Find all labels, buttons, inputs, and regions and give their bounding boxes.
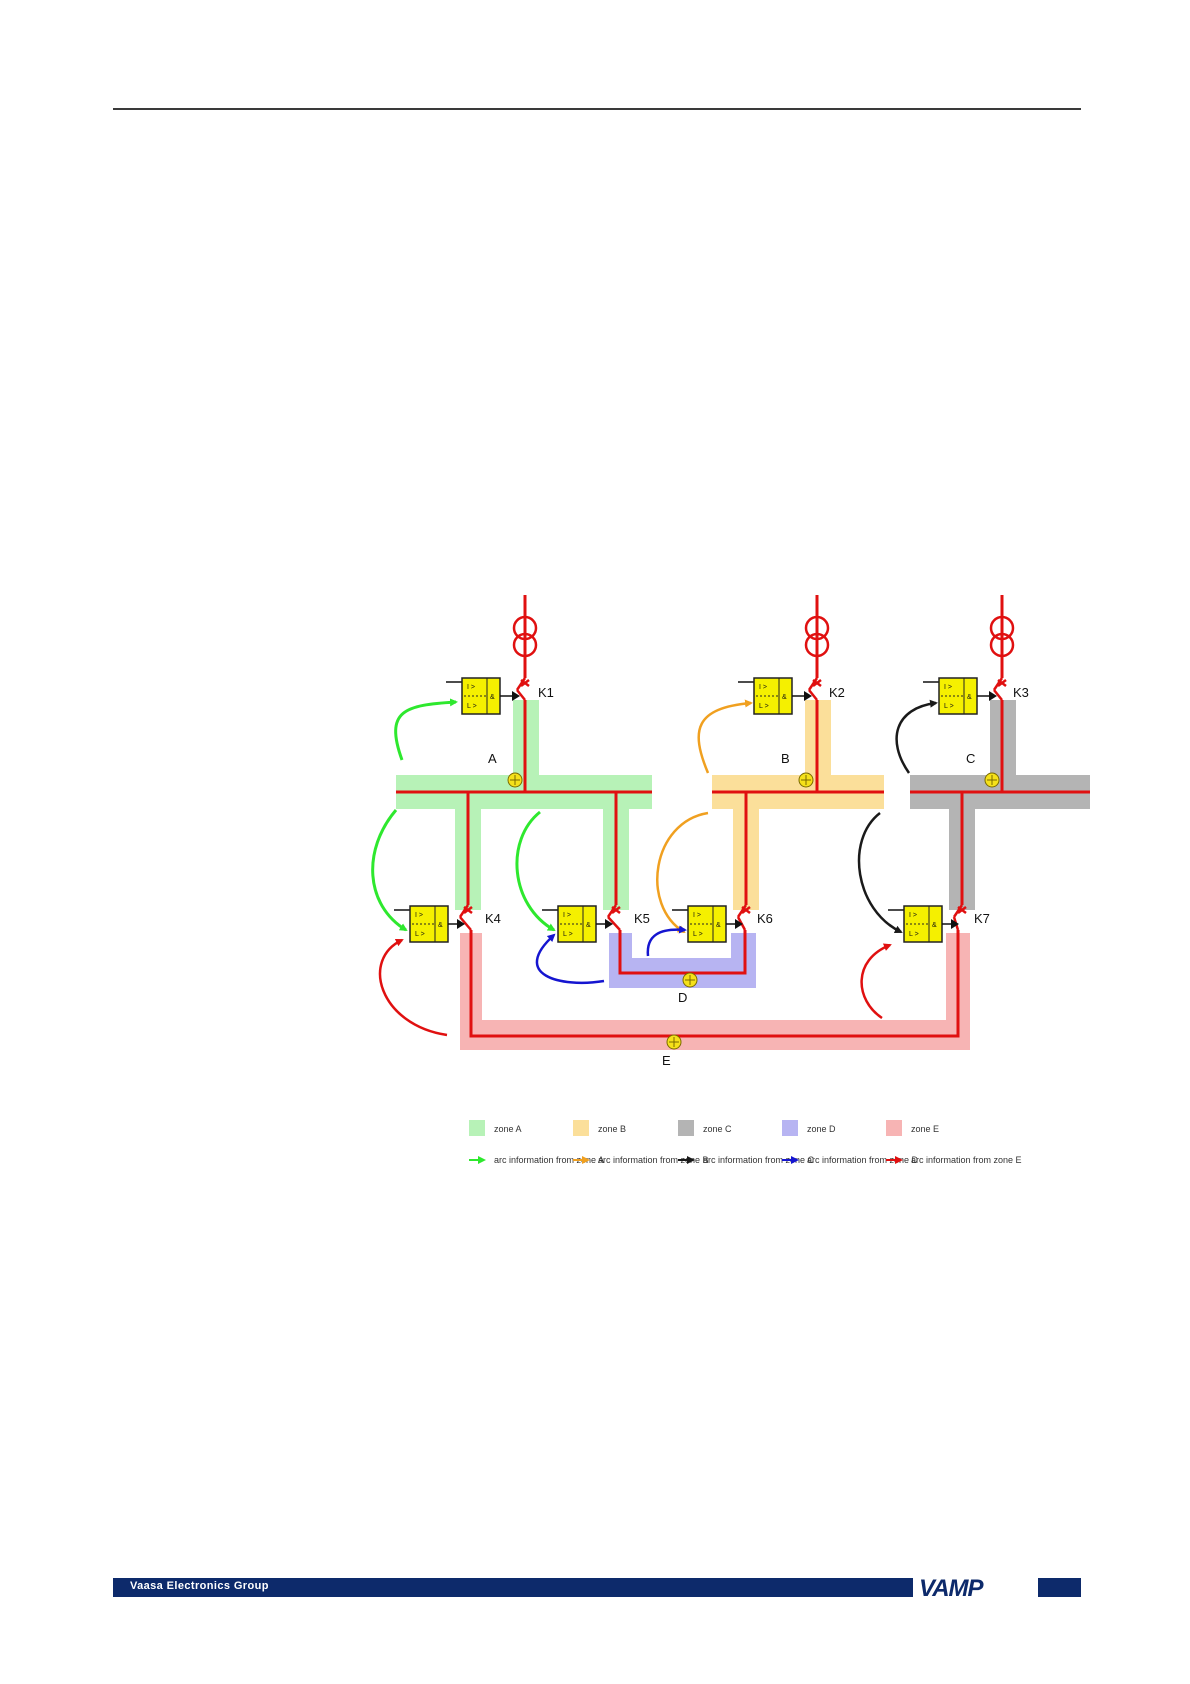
busbar-conductors <box>396 595 1090 1038</box>
zone-label-a: A <box>488 751 497 766</box>
relay-k5-and: & <box>586 922 591 929</box>
arc-info-arrow-zone-d <box>646 925 687 957</box>
zone-label-b: B <box>781 751 790 766</box>
arc-info-arrow-zone-e <box>860 943 892 1020</box>
breaker-k4 <box>458 904 473 931</box>
legend-item-zone-d: zone D arc information from zone D <box>782 1120 919 1165</box>
legend-item-zone-a: zone A arc information from zone A <box>469 1120 604 1165</box>
legend-arrow-zone-e-label: arc information from zone E <box>911 1155 1022 1165</box>
arc-info-arrow-zone-a <box>371 809 408 932</box>
legend-zone-c-label: zone C <box>703 1124 732 1134</box>
relay-k1-and: & <box>490 694 495 701</box>
breaker-k2 <box>807 677 822 701</box>
arc-protection-zone-diagram: I > L > & I > L > & I > L > & I > L > & <box>371 595 1090 1165</box>
legend-arrow-zone-d-label: arc information from zone D <box>807 1155 919 1165</box>
breaker-label-k3: K3 <box>1013 685 1029 700</box>
relay-k1-overcurrent: I > <box>467 684 475 691</box>
zone-label-c: C <box>966 751 975 766</box>
zone-e-area <box>460 933 970 1050</box>
breaker-label-k6: K6 <box>757 911 773 926</box>
legend-item-zone-c: zone C arc information from zone C <box>678 1120 815 1165</box>
relay-k2-overcurrent: I > <box>759 684 767 691</box>
vamp-logo: VAMP <box>919 1575 984 1602</box>
transformer-icon <box>989 615 1015 658</box>
arc-info-arrow-zone-a <box>515 810 556 932</box>
relay-k3-light: L > <box>944 703 954 710</box>
page-footer: Vaasa Electronics Group VAMP <box>113 1575 1081 1602</box>
relay-k7-and: & <box>932 922 937 929</box>
zone-d-area <box>609 933 756 988</box>
legend-zone-b-label: zone B <box>598 1124 626 1134</box>
relay-k6-and: & <box>716 922 721 929</box>
footer-bar: Vaasa Electronics Group <box>113 1578 913 1597</box>
zone-label-e: E <box>662 1053 671 1068</box>
relay-k2: I > L > & <box>738 677 812 715</box>
arc-sensor-icon <box>682 972 698 988</box>
legend-item-zone-b: zone B arc information from zone B <box>573 1120 709 1165</box>
relay-k1-light: L > <box>467 703 477 710</box>
breaker-k3 <box>992 677 1007 701</box>
relay-k7: I > L > & <box>888 905 959 943</box>
breaker-k1 <box>515 677 530 701</box>
footer-end-block <box>1038 1578 1081 1597</box>
legend-item-zone-e: zone E arc information from zone E <box>886 1120 1022 1165</box>
relay-k3-and: & <box>967 694 972 701</box>
zone-c-area <box>910 700 1090 910</box>
relay-k6-overcurrent: I > <box>693 912 701 919</box>
relay-k5-overcurrent: I > <box>563 912 571 919</box>
relay-k4-and: & <box>438 922 443 929</box>
relay-k4: I > L > & <box>394 905 465 943</box>
legend-swatch-zone-a <box>469 1120 485 1136</box>
relay-k2-and: & <box>782 694 787 701</box>
legend: zone A arc information from zone A zone … <box>469 1120 1022 1165</box>
legend-swatch-zone-c <box>678 1120 694 1136</box>
relay-k6-light: L > <box>693 931 703 938</box>
zone-label-d: D <box>678 990 687 1005</box>
transformer-icon <box>512 615 538 658</box>
breaker-label-k5: K5 <box>634 911 650 926</box>
arc-sensor-icon <box>798 772 814 788</box>
breaker-label-k4: K4 <box>485 911 501 926</box>
legend-swatch-zone-d <box>782 1120 798 1136</box>
relay-k7-light: L > <box>909 931 919 938</box>
header-rule <box>113 108 1081 110</box>
relay-k5: I > L > & <box>542 905 613 943</box>
legend-swatch-zone-e <box>886 1120 902 1136</box>
relay-k1: I > L > & <box>446 677 520 715</box>
legend-zone-d-label: zone D <box>807 1124 836 1134</box>
breaker-k5 <box>606 904 621 931</box>
relay-k6: I > L > & <box>672 905 743 943</box>
arc-info-arrow-zone-d <box>535 933 605 985</box>
arc-sensor-icon <box>666 1034 682 1050</box>
legend-arrow-zone-c-label: arc information from zone C <box>703 1155 815 1165</box>
arc-info-arrow-zone-b <box>697 699 753 774</box>
arc-info-arrow-zone-c <box>857 812 903 934</box>
footer-company-name: Vaasa Electronics Group <box>130 1580 269 1592</box>
arc-info-arrow-zone-a <box>394 698 458 761</box>
breaker-label-k1: K1 <box>538 685 554 700</box>
legend-zone-e-label: zone E <box>911 1124 939 1134</box>
relay-k4-overcurrent: I > <box>415 912 423 919</box>
relay-k7-overcurrent: I > <box>909 912 917 919</box>
arc-info-arrow-zone-c <box>895 699 938 774</box>
breaker-label-k7: K7 <box>974 911 990 926</box>
zone-b-area <box>712 700 884 910</box>
relay-k5-light: L > <box>563 931 573 938</box>
transformer-icon <box>804 615 830 658</box>
relay-k4-light: L > <box>415 931 425 938</box>
arc-sensor-icon <box>984 772 1000 788</box>
relay-k3-overcurrent: I > <box>944 684 952 691</box>
relay-k3: I > L > & <box>923 677 997 715</box>
legend-swatch-zone-b <box>573 1120 589 1136</box>
arc-sensor-icon <box>507 772 523 788</box>
legend-zone-a-label: zone A <box>494 1124 522 1134</box>
legend-arrow-zone-b-label: arc information from zone B <box>598 1155 709 1165</box>
arc-info-arrow-zone-e <box>378 938 448 1037</box>
breaker-label-k2: K2 <box>829 685 845 700</box>
arc-info-arrow-zone-b <box>656 811 709 934</box>
relay-k2-light: L > <box>759 703 769 710</box>
legend-arrow-zone-a-label: arc information from zone A <box>494 1155 604 1165</box>
